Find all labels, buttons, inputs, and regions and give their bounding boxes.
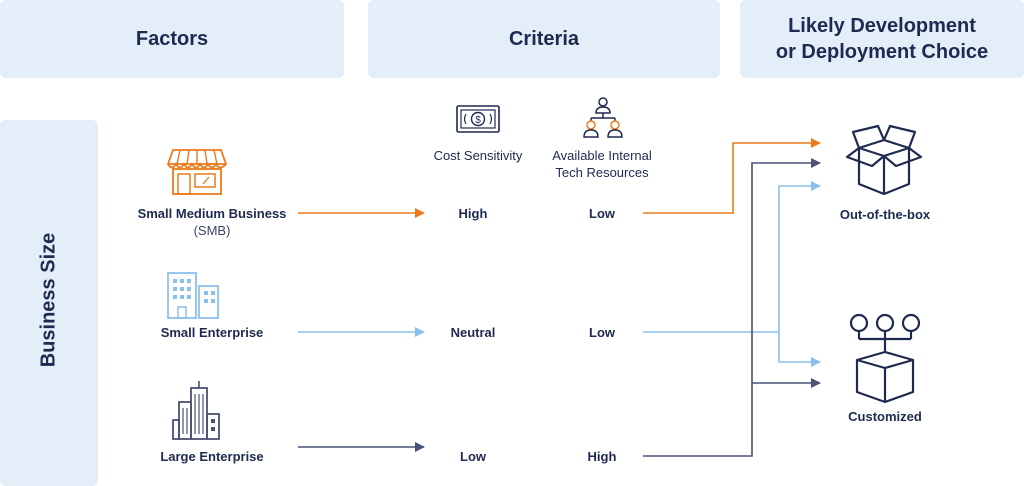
header-criteria-label: Criteria bbox=[508, 28, 580, 50]
header-choice-line2: or Deployment Choice bbox=[775, 41, 989, 63]
team-hierarchy-icon bbox=[583, 97, 623, 138]
connector-small-enterprise-to-custom bbox=[778, 332, 821, 367]
factor-small-enterprise-label: Small Enterprise bbox=[160, 325, 264, 340]
header-deployment-choice: Likely Development or Deployment Choice bbox=[740, 0, 1024, 78]
cost-value-small-enterprise: Neutral bbox=[450, 325, 496, 340]
cost-value-smb: High bbox=[458, 206, 488, 221]
connector-large-enterprise-to-box bbox=[643, 158, 821, 457]
tech-value-small-enterprise: Low bbox=[589, 325, 615, 340]
open-box-icon bbox=[845, 124, 923, 196]
header-factors-label: Factors bbox=[135, 28, 209, 50]
tech-value-smb: Low bbox=[589, 206, 615, 221]
header-factors: Factors bbox=[0, 0, 344, 78]
svg-text:$: $ bbox=[475, 115, 481, 126]
criteria-cost-label: Cost Sensitivity bbox=[433, 148, 523, 163]
header-choice-line1: Likely Development bbox=[788, 15, 976, 37]
business-size-panel bbox=[0, 120, 98, 486]
factor-large-enterprise-label: Large Enterprise bbox=[160, 449, 264, 464]
connector-small-enterprise-to-box bbox=[643, 181, 821, 333]
skyscrapers-icon bbox=[172, 381, 220, 440]
tech-value-large-enterprise: High bbox=[587, 449, 617, 464]
cost-value-large-enterprise: Low bbox=[460, 449, 486, 464]
outcome-box-label: Out-of-the-box bbox=[839, 207, 931, 222]
money-icon: $ bbox=[456, 105, 500, 133]
header-criteria: Criteria bbox=[368, 0, 720, 78]
connector-smb-to-box bbox=[643, 138, 821, 214]
customized-box-icon bbox=[849, 313, 921, 404]
outcome-custom-label: Customized bbox=[848, 409, 922, 424]
office-building-icon bbox=[167, 272, 219, 319]
criteria-tech-label: Available Internal Tech Resources bbox=[552, 148, 652, 180]
storefront-icon bbox=[167, 149, 227, 195]
factor-smb-label: Small Medium Business (SMB) bbox=[137, 206, 287, 238]
